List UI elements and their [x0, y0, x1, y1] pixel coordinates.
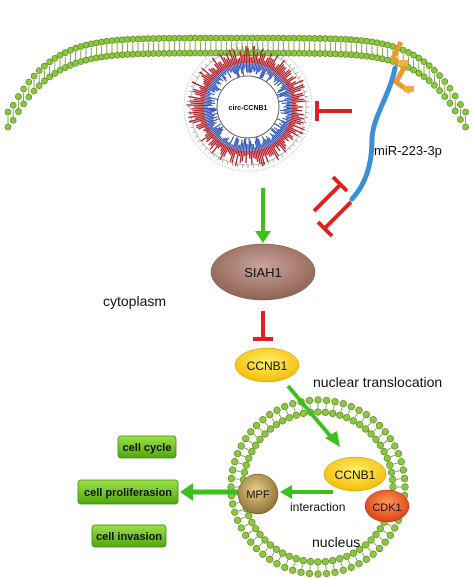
cdk1-protein [364, 489, 410, 523]
nuclear-membrane [227, 396, 409, 578]
interaction-arrow [280, 485, 333, 499]
outcome-cell-proliferasion-label: cell proliferasion [84, 487, 172, 499]
siah1-label: SIAH1 [244, 265, 282, 280]
circ-to-siah1-arrow [255, 188, 271, 243]
interaction-label: interaction [290, 500, 345, 514]
ccnb1-cytoplasm [234, 347, 300, 383]
mirna-label: miR-223-3p [374, 143, 442, 158]
siah1-protein [210, 243, 316, 301]
mirna-inhibit-circ-symbol [315, 101, 352, 121]
mirna-strand [349, 40, 414, 202]
outcome-cell-cycle-label: cell cycle [123, 442, 172, 454]
circ-ccnb1-circos-plot: circ-CCNB1 [183, 42, 313, 172]
cell-membrane [4, 34, 469, 131]
ccnb1-nucleus-label: CCNB1 [335, 468, 376, 482]
cdk1-label: CDK1 [372, 502, 401, 514]
outcome-cell-proliferasion: cell proliferasion [77, 479, 179, 505]
ccnb1-cytoplasm-label: CCNB1 [247, 359, 288, 373]
mpf-to-outcome-arrow [180, 483, 238, 501]
circ-ccnb1-label: circ-CCNB1 [229, 105, 268, 112]
nuclear-translocation-label: nuclear translocation [313, 374, 442, 390]
translocation-arrow [286, 384, 340, 447]
mpf-label: MPF [246, 489, 270, 501]
ccnb1-nucleus [323, 456, 387, 492]
mutual-inhibition-symbol [312, 175, 353, 238]
outcome-cell-invasion: cell invasion [91, 524, 167, 548]
outcome-cell-cycle: cell cycle [117, 435, 177, 459]
cytoplasm-label: cytoplasm [103, 293, 166, 309]
outcome-cell-invasion-label: cell invasion [96, 531, 162, 543]
nucleus-label: nucleus [312, 534, 360, 550]
siah1-inhibit-ccnb1-symbol [253, 311, 273, 341]
